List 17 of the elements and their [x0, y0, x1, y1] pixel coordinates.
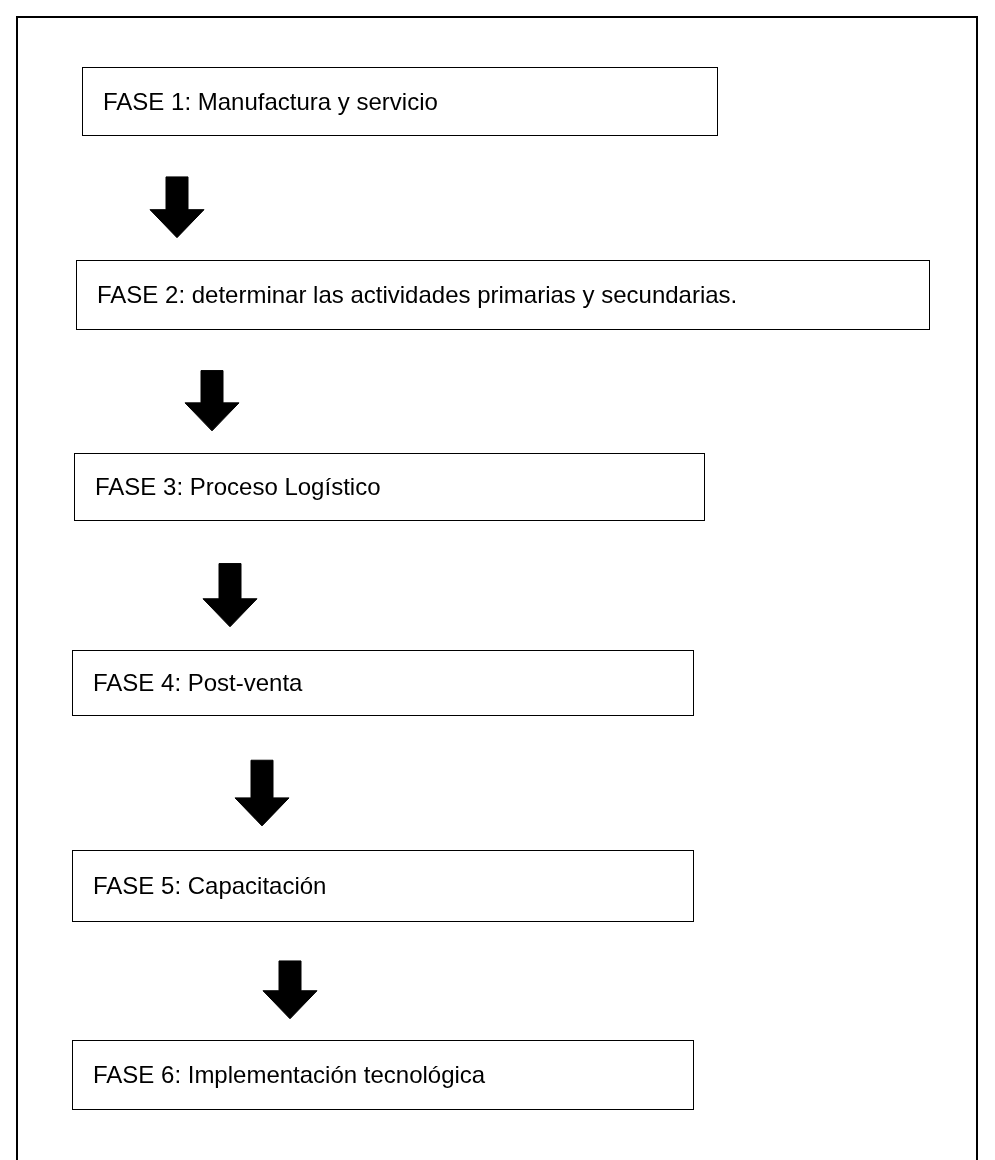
process-box — [74, 453, 705, 521]
box-label: FASE 6: Implementación tecnológica — [93, 1061, 486, 1089]
box-label: FASE 5: Capacitación — [93, 872, 327, 900]
process-box — [72, 650, 694, 716]
block-arrow — [202, 563, 258, 628]
block-arrow — [149, 176, 205, 239]
block-arrow — [184, 370, 240, 432]
box-label: FASE 2: determinar las actividades primarias y secundarias. — [97, 281, 738, 309]
box-label: FASE 1: Manufactura y servicio — [103, 87, 438, 116]
process-box — [76, 260, 930, 330]
process-box — [72, 850, 694, 922]
process-box — [72, 1040, 694, 1110]
block-arrow — [262, 960, 318, 1020]
process-box — [82, 67, 718, 136]
block-arrow — [234, 759, 290, 827]
box-label: FASE 3: Proceso Logístico — [95, 473, 381, 501]
box-label: FASE 4: Post-venta — [93, 669, 303, 697]
